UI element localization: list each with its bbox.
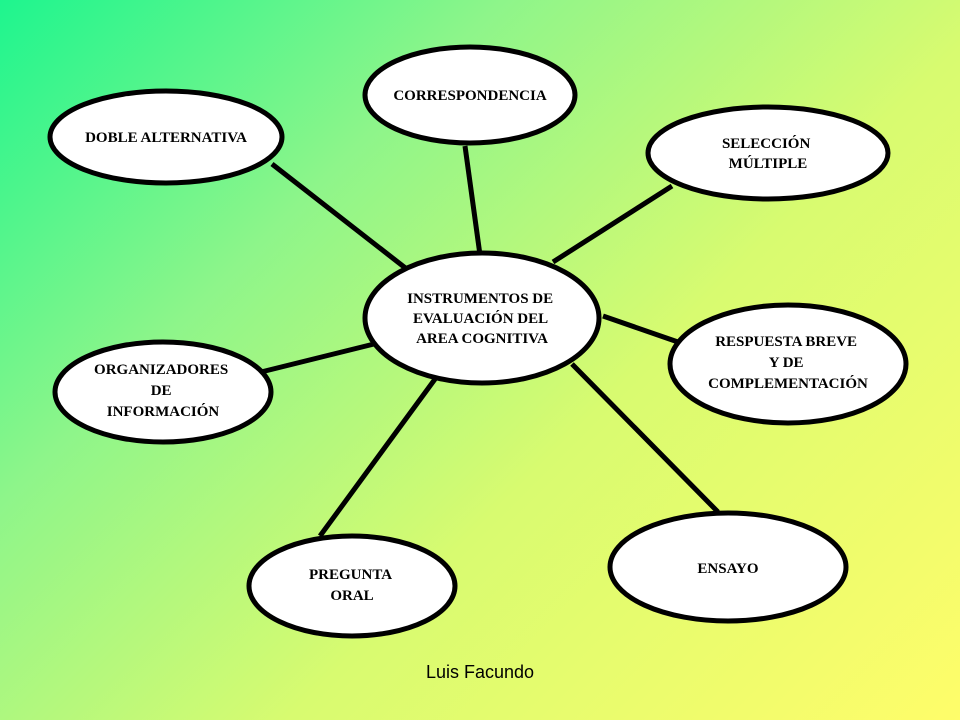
connector-doble-alternativa (270, 162, 410, 272)
node-seleccion-multiple: SELECCIÓN MÚLTIPLE (645, 104, 891, 202)
node-ensayo-label: ENSAYO (697, 561, 758, 577)
node-seleccion-multiple-shape (645, 104, 891, 202)
node-doble-alternativa-label: DOBLE ALTERNATIVA (85, 130, 247, 146)
center-node-shape (362, 250, 602, 386)
connector-seleccion-multiple (551, 183, 674, 265)
connector-ensayo (570, 362, 720, 514)
node-organizadores: ORGANIZADORES DE INFORMACIÓN (52, 339, 274, 445)
node-organizadores-shape (52, 339, 274, 445)
footer-author: Luis Facundo (425, 662, 535, 682)
node-correspondencia-label: CORRESPONDENCIA (393, 88, 547, 104)
node-respuesta-breve-label: RESPUESTA BREVE Y DE COMPLEMENTACIÓN (708, 334, 868, 392)
node-correspondencia-shape (362, 44, 578, 146)
center-node: INSTRUMENTOS DE EVALUACIÓN DEL AREA COGN… (362, 250, 602, 386)
connector-respuesta-breve (602, 313, 679, 345)
node-correspondencia: CORRESPONDENCIA (362, 44, 578, 146)
center-node-label: INSTRUMENTOS DE EVALUACIÓN DEL AREA COGN… (407, 291, 557, 347)
node-organizadores-label: ORGANIZADORES DE INFORMACIÓN (94, 362, 232, 420)
connector-pregunta-oral (317, 373, 441, 538)
node-ensayo-shape (607, 510, 849, 624)
connector-lines (256, 145, 720, 538)
connector-organizadores (256, 341, 375, 376)
node-doble-alternativa-shape (47, 88, 285, 186)
node-respuesta-breve-shape (667, 302, 909, 426)
node-seleccion-multiple-label: SELECCIÓN MÚLTIPLE (722, 135, 814, 172)
node-pregunta-oral-label: PREGUNTA ORAL (309, 567, 395, 604)
connector-correspondencia (462, 145, 483, 256)
node-doble-alternativa: DOBLE ALTERNATIVA (47, 88, 285, 186)
node-pregunta-oral: PREGUNTA ORAL (246, 533, 458, 639)
node-pregunta-oral-shape (246, 533, 458, 639)
node-ensayo: ENSAYO (607, 510, 849, 624)
node-respuesta-breve: RESPUESTA BREVE Y DE COMPLEMENTACIÓN (667, 302, 909, 426)
